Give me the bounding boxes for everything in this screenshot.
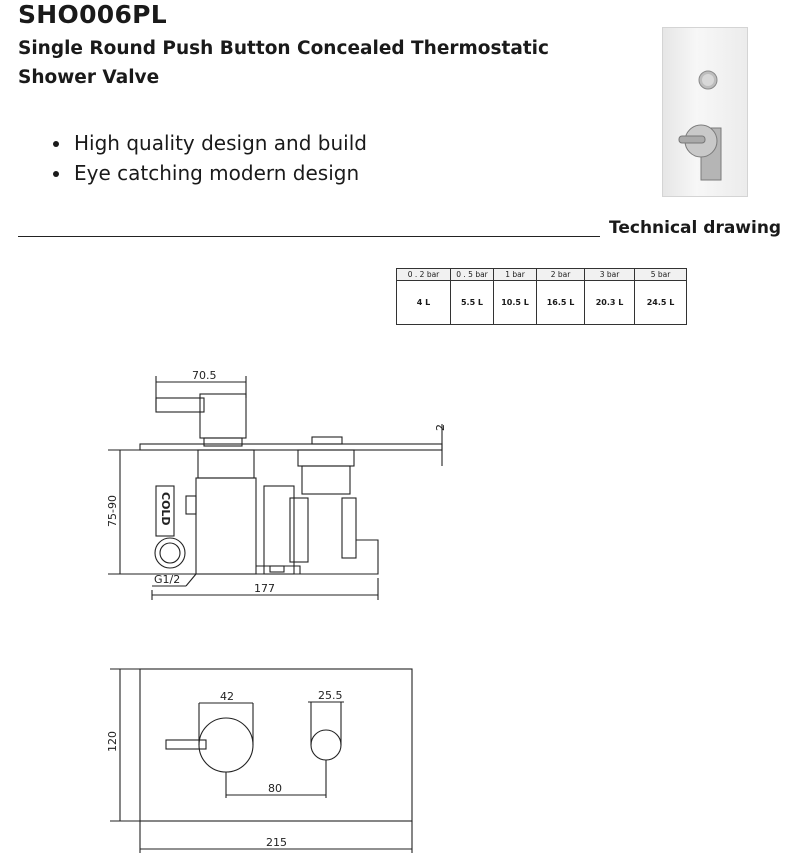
flow-rate-table: 0 . 2 bar 0 . 5 bar 1 bar 2 bar 3 bar 5 …	[396, 268, 687, 325]
dim-spacing: 80	[268, 782, 282, 795]
dim-button: 25.5	[318, 689, 343, 702]
flow-cell: 24.5 L	[634, 280, 687, 325]
dim-plate: 2	[434, 424, 447, 431]
dim-width: 215	[266, 836, 287, 849]
flow-row: 4 L 5.5 L 10.5 L 16.5 L 20.3 L 24.5 L	[396, 280, 687, 325]
dim-handle: 42	[220, 690, 234, 703]
product-image	[662, 27, 748, 197]
shower-valve-photo	[678, 70, 722, 181]
flow-cell: 5.5 L	[450, 280, 494, 325]
feature-item: Eye catching modern design	[72, 158, 367, 188]
dim-total-width: 177	[254, 582, 275, 595]
dim-top-width: 70.5	[192, 369, 217, 382]
dim-height: 120	[106, 731, 119, 752]
cold-label: COLD	[159, 492, 172, 526]
front-view: 120 42 25.5 80 215	[106, 668, 413, 853]
dim-depth: 75-90	[106, 495, 119, 527]
product-code: SHO006PL	[18, 0, 168, 29]
pressure-cell: 3 bar	[584, 268, 635, 281]
side-view: 70.5 2 COLD G1/2 75-90	[106, 369, 447, 600]
pressure-cell: 0 . 5 bar	[450, 268, 494, 281]
inlet-size: G1/2	[154, 573, 180, 586]
product-title: Single Round Push Button Concealed Therm…	[18, 38, 549, 88]
feature-list: High quality design and build Eye catchi…	[47, 128, 367, 188]
pressure-cell: 2 bar	[536, 268, 585, 281]
section-title: Technical drawing	[609, 218, 782, 238]
flow-cell: 4 L	[396, 280, 451, 325]
feature-item: High quality design and build	[72, 128, 367, 158]
flow-cell: 20.3 L	[584, 280, 635, 325]
section-divider	[18, 236, 600, 237]
